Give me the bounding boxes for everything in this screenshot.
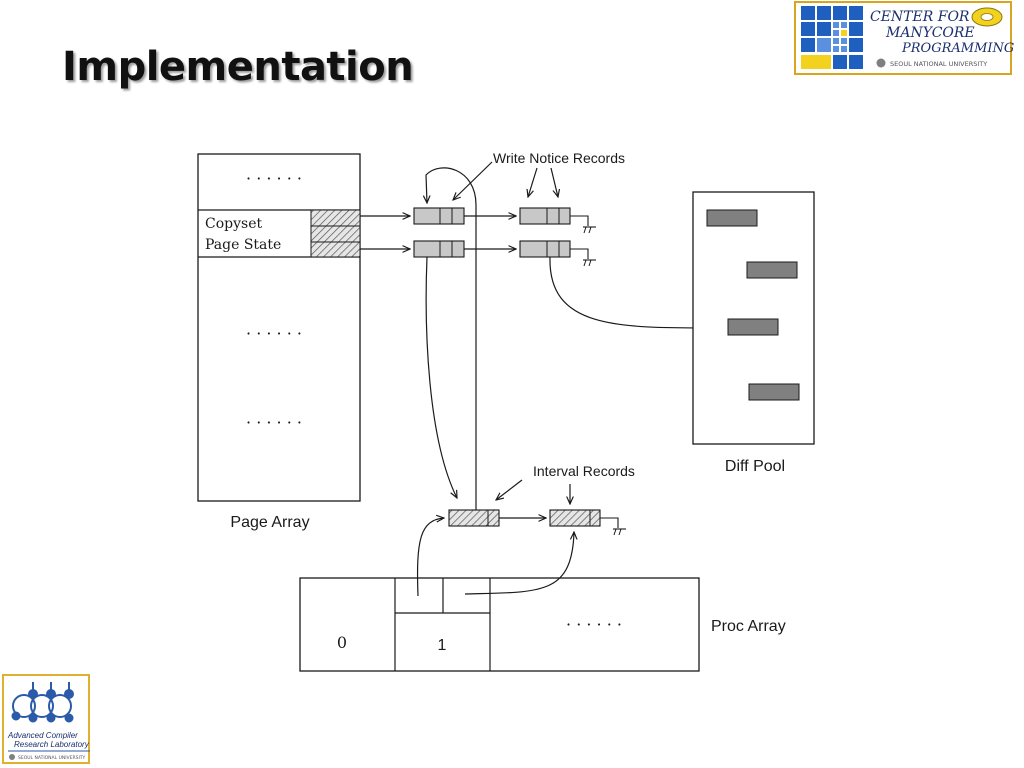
- arrow-proc-to-interval: [464, 532, 574, 595]
- molecule-icon: [11, 682, 74, 723]
- diff-block: [748, 383, 800, 401]
- proc-array-cell-0: 0: [337, 633, 347, 652]
- page-array-caption: Page Array: [230, 514, 309, 531]
- proc-array: [299, 577, 700, 672]
- null-terminator-icon: [600, 517, 626, 536]
- proc-array-caption: Proc Array: [711, 618, 786, 635]
- write-notice-record: [519, 240, 571, 258]
- logo-university: SEOUL NATIONAL UNIVERSITY: [890, 60, 987, 68]
- snu-emblem-icon: [9, 754, 15, 760]
- page-array-dots-bottom: · · · · · ·: [246, 413, 302, 432]
- write-notice-record: [413, 207, 465, 225]
- page-array: · · · · · · Copyset Page State · · · · ·…: [197, 153, 361, 502]
- page-array-dots-middle: · · · · · ·: [246, 324, 302, 343]
- arrow-label-pointer: [528, 167, 538, 197]
- diff-block: [706, 209, 758, 227]
- center-for-manycore-programming-logo: CENTER FOR MANYCORE PROGRAMMING SEOUL NA…: [794, 1, 1014, 75]
- slide-title: Implementation: [62, 44, 414, 90]
- diff-block: [727, 318, 779, 336]
- page-array-copyset-label: Copyset: [205, 216, 262, 232]
- null-terminator-icon: [570, 215, 596, 234]
- diff-pool: [692, 191, 815, 445]
- acrl-university: SEOUL NATIONAL UNIVERSITY: [18, 755, 86, 761]
- acrl-line2: Research Laboratory: [14, 740, 90, 749]
- arrow-label-pointer: [453, 161, 493, 200]
- interval-record: [448, 509, 500, 527]
- proc-array-cell-1: 1: [438, 637, 447, 654]
- gear-icon: [971, 7, 1003, 27]
- page-entry-hatched-cells: [310, 209, 361, 258]
- page-array-dots-top: · · · · · ·: [246, 169, 302, 188]
- null-terminator-icon: [570, 248, 596, 267]
- arrow-record-to-diff: [549, 256, 724, 328]
- logo-tiles: [801, 6, 863, 69]
- arrow-label-pointer: [496, 479, 523, 500]
- interval-records-label: Interval Records: [533, 463, 635, 479]
- logo-text-line2: MANYCORE: [885, 25, 975, 41]
- write-notice-records-label: Write Notice Records: [493, 150, 625, 166]
- logo-text-line1: CENTER FOR: [870, 9, 970, 25]
- arrow-write-notice-to-interval: [425, 256, 457, 498]
- arrow-interval-to-write-notice: [426, 167, 477, 510]
- acrl-line1: Advanced Compiler: [7, 731, 78, 740]
- diff-pool-caption: Diff Pool: [725, 458, 785, 475]
- proc-array-dots: · · · · · ·: [566, 615, 622, 634]
- arrow-label-pointer: [550, 167, 558, 197]
- page-array-page-state-label: Page State: [205, 237, 281, 253]
- interval-record: [549, 509, 601, 527]
- write-notice-record: [413, 240, 465, 258]
- write-notice-record: [519, 207, 571, 225]
- logo-text-line3: PROGRAMMING: [901, 41, 1014, 56]
- snu-emblem-icon: [876, 58, 886, 68]
- diff-block: [746, 261, 798, 279]
- arrow-proc-to-interval: [416, 518, 444, 597]
- advanced-compiler-research-laboratory-logo: Advanced Compiler Research Laboratory SE…: [2, 674, 90, 764]
